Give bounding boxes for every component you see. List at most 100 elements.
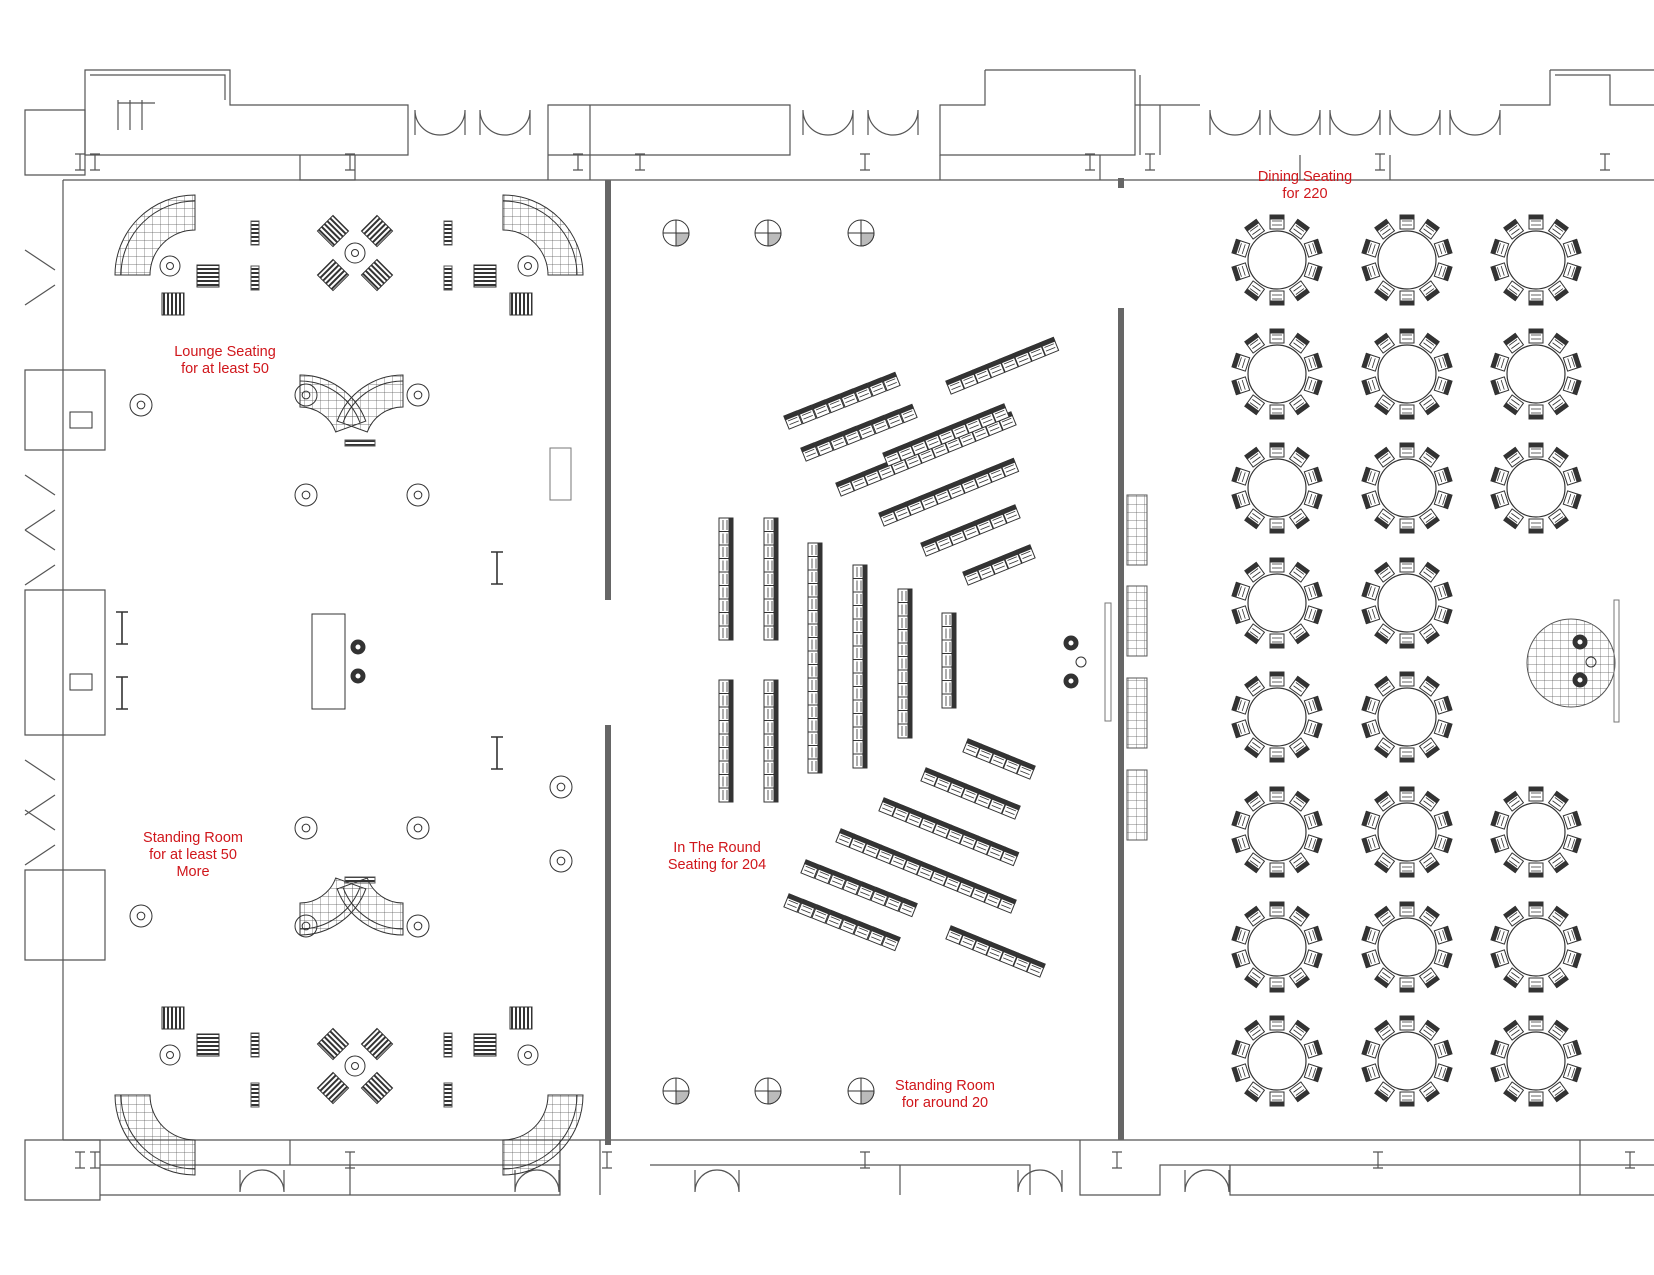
theater-chair-icon — [1361, 1063, 1381, 1083]
theater-chair-icon — [1528, 786, 1544, 802]
theater-chair-icon — [1374, 623, 1396, 645]
theater-chair-icon — [1503, 332, 1525, 354]
theater-chair-icon — [1288, 905, 1310, 927]
theater-chair-icon — [763, 720, 779, 735]
theater-chair-icon — [933, 531, 954, 552]
theater-chair-icon — [1503, 508, 1525, 530]
theater-chair-icon — [718, 693, 734, 708]
theater-chair-icon — [1361, 810, 1381, 830]
door-icon — [504, 109, 531, 136]
theater-chair-icon — [987, 509, 1008, 530]
theater-chair-icon — [999, 947, 1019, 967]
theater-chair-icon — [1562, 466, 1582, 486]
door-icon — [1389, 109, 1416, 136]
theater-chair-icon — [882, 447, 902, 467]
theater-chair-icon — [1562, 352, 1582, 372]
door-icon — [1449, 109, 1476, 136]
theater-chair-icon — [1399, 1015, 1415, 1031]
theater-chair-icon — [1374, 280, 1396, 302]
theater-chair-icon — [987, 794, 1008, 815]
round-table-icon — [1490, 786, 1582, 878]
theater-chair-icon — [875, 844, 896, 865]
theater-chair-icon — [999, 353, 1019, 373]
theater-chair-icon — [718, 598, 734, 614]
theater-chair-icon — [1433, 949, 1453, 969]
theater-chair-icon — [1374, 394, 1396, 416]
theater-chair-icon — [1303, 238, 1323, 258]
theater-chair-icon — [1244, 218, 1266, 240]
theater-chair-icon — [959, 830, 979, 850]
column-icon — [860, 153, 870, 171]
door-icon — [802, 109, 829, 136]
column-icon — [754, 219, 782, 247]
theater-chair-icon — [1244, 790, 1266, 812]
theater-chair-icon — [1244, 623, 1266, 645]
wall-segment — [547, 104, 791, 180]
side-table-icon — [344, 439, 376, 447]
theater-chair-icon — [1303, 605, 1323, 625]
theater-chair-icon — [763, 517, 779, 533]
theater-chair-icon — [1288, 394, 1310, 416]
column-icon — [406, 483, 430, 507]
theater-chair-icon — [916, 861, 936, 881]
round-table-icon — [1490, 442, 1582, 534]
dining-room — [1231, 214, 1620, 1107]
theater-chair-icon — [852, 753, 868, 769]
theater-chair-icon — [842, 875, 862, 896]
theater-chair-icon — [718, 679, 734, 695]
theater-chair-icon — [763, 585, 779, 600]
theater-chair-icon — [1269, 214, 1285, 230]
theater-chair-icon — [958, 369, 979, 390]
partition-walls — [605, 178, 1124, 1145]
theater-chair-icon — [1361, 238, 1381, 258]
theater-chair-icon — [1433, 352, 1453, 372]
theater-chair-icon — [814, 436, 834, 457]
theater-chair-icon — [1012, 952, 1033, 973]
theater-chair-icon — [807, 556, 823, 571]
theater-chair-icon — [958, 930, 979, 951]
theater-chair-icon — [1244, 852, 1266, 874]
theater-chair-icon — [922, 430, 943, 451]
theater-chair-icon — [1547, 967, 1569, 989]
curved-sofa-icon — [114, 194, 196, 276]
theater-chair-icon — [852, 726, 868, 742]
door-icon — [1017, 1169, 1041, 1193]
theater-chair-icon — [1490, 810, 1510, 830]
side-table-icon — [250, 220, 260, 246]
theater-chair-icon — [1528, 1015, 1544, 1031]
theater-chair-icon — [1244, 905, 1266, 927]
theater-chair-icon — [1288, 280, 1310, 302]
door-icon — [514, 1169, 538, 1193]
theater-chair-icon — [1433, 262, 1453, 282]
theater-chair-icon — [1399, 633, 1415, 649]
theater-chair-icon — [1361, 949, 1381, 969]
theater-chair-icon — [867, 377, 887, 397]
theater-chair-icon — [1433, 834, 1453, 854]
theater-chair-icon — [1418, 675, 1440, 697]
curved-sofa-icon — [114, 1094, 196, 1176]
theater-chair-icon — [1433, 695, 1453, 715]
lounge-chair-icon — [316, 1071, 350, 1105]
theater-chair-icon — [848, 471, 869, 492]
theater-chair-icon — [975, 560, 996, 581]
lounge-chair-icon — [316, 1027, 350, 1061]
column-icon — [90, 153, 100, 171]
theater-chair-icon — [1231, 695, 1251, 715]
theater-chair-icon — [862, 839, 882, 859]
theater-chair-icon — [718, 517, 734, 533]
side-table-icon — [250, 1082, 260, 1108]
theater-chair-icon — [891, 501, 912, 522]
theater-chair-icon — [763, 760, 779, 776]
theater-chair-icon — [1418, 737, 1440, 759]
theater-chair-icon — [902, 855, 923, 876]
theater-chair-icon — [974, 789, 994, 809]
theater-chair-icon — [1528, 901, 1544, 917]
column-icon — [517, 255, 539, 277]
theater-chair-icon — [1490, 466, 1510, 486]
theater-chair-icon — [1490, 376, 1510, 396]
theater-chair-icon — [1374, 967, 1396, 989]
theater-chair-icon — [985, 358, 1006, 379]
column-icon — [345, 153, 355, 171]
theater-chair-icon — [1433, 466, 1453, 486]
